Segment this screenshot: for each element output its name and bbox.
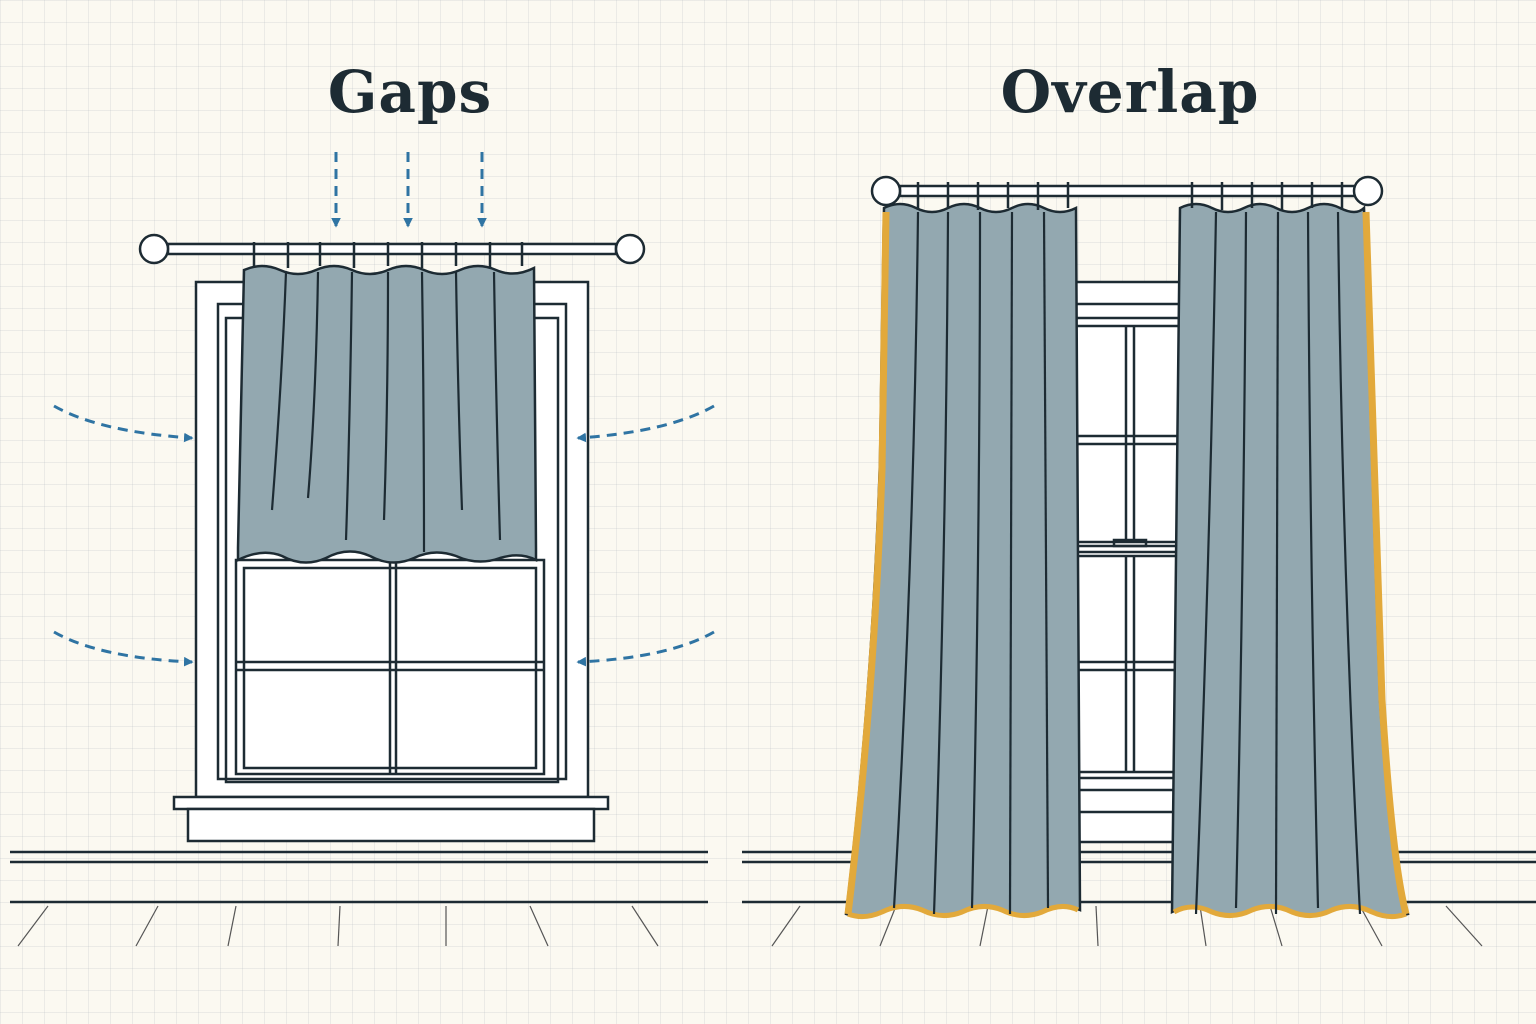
draft-arrow-right-lower: [576, 630, 715, 667]
overlap-title: Overlap: [1000, 58, 1260, 126]
overlap-edge-left: [844, 211, 890, 915]
overlap-edge-right: [1362, 211, 1410, 915]
draft-arrow-left-upper: [53, 404, 194, 443]
short-curtain: [236, 264, 538, 564]
long-curtain-left: [844, 202, 1082, 920]
draft-arrow-right-upper: [576, 404, 715, 443]
curtain-rod-left: [138, 233, 646, 268]
draft-arrows: [53, 152, 715, 667]
overlap-hem-left: [847, 904, 1080, 920]
overlap-hem-right: [1172, 904, 1407, 920]
gaps-panel: [10, 152, 715, 947]
floor-left: [10, 850, 708, 947]
gaps-title: Gaps: [327, 58, 493, 126]
overlap-panel: [742, 175, 1536, 947]
curtain-rod-right: [870, 175, 1384, 210]
long-curtain-right: [1170, 202, 1410, 920]
draft-arrow-left-lower: [53, 630, 194, 667]
